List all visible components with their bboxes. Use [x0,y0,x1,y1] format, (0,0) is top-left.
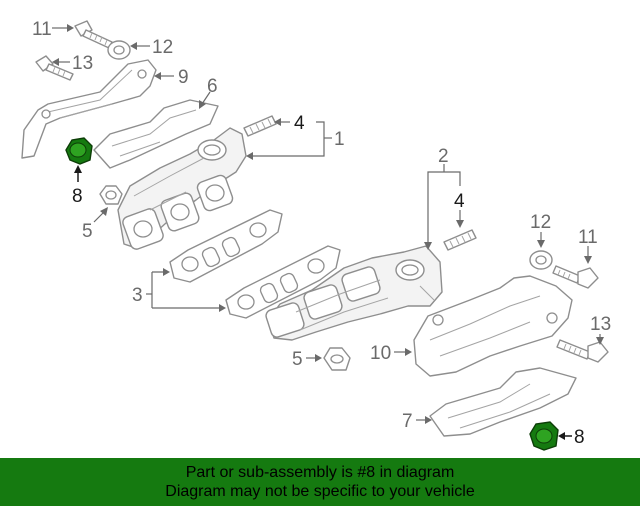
callout-1: 1 [334,129,345,150]
nut-5-upper [99,185,123,205]
callout-4-upper: 4 [294,113,305,134]
heat-shield-10 [413,275,573,377]
heat-shield-7 [429,367,577,437]
bolt-11-lower [552,265,599,289]
leader-lines [52,24,604,440]
bolt-13-lower [556,339,609,363]
callout-12-lower: 12 [530,212,551,233]
nut-8-highlighted-right [529,421,559,451]
callout-5-upper: 5 [82,221,93,242]
callout-6: 6 [207,76,218,97]
heat-shield-6 [93,99,219,169]
callout-8-right: 8 [574,427,585,448]
stud-4-upper [243,115,277,137]
nut-8-highlighted-left [65,137,93,165]
callout-12-upper: 12 [152,37,173,58]
stud-4-lower [443,229,477,251]
gasket-3-upper [169,209,283,283]
callout-11-upper: 11 [32,19,52,40]
callout-13-upper: 13 [72,53,93,74]
callout-11-lower: 11 [578,227,598,248]
callout-9: 9 [178,67,189,88]
banner-line-disclaimer: Diagram may not be specific to your vehi… [165,483,475,500]
nut-5-lower [323,347,351,371]
bolt-11-upper [74,20,113,49]
gasket-3-lower [225,245,341,319]
banner-line-part-number: Part or sub-assembly is #8 in diagram [185,464,455,481]
bolt-13-upper [35,55,74,81]
exhaust-manifold-1 [117,127,247,250]
callout-5-lower: 5 [292,349,303,370]
callout-10: 10 [370,343,391,364]
washer-12-upper [107,40,131,60]
info-banner: Part or sub-assembly is #8 in diagram Di… [0,458,640,506]
callout-labels: 11 12 13 9 6 4 1 8 5 2 4 12 11 3 13 5 10… [32,19,611,448]
callout-13-lower: 13 [590,314,611,335]
callout-3: 3 [132,285,143,306]
callout-2: 2 [438,146,449,167]
callout-8-left: 8 [72,186,83,207]
exhaust-manifold-2 [265,245,443,341]
washer-12-lower [529,250,553,270]
heat-shield-9 [21,59,157,159]
parts-diagram: 11 12 13 9 6 4 1 8 5 2 4 12 11 3 13 5 10… [21,19,611,451]
callout-7: 7 [402,411,413,432]
callout-4-lower: 4 [454,191,465,212]
